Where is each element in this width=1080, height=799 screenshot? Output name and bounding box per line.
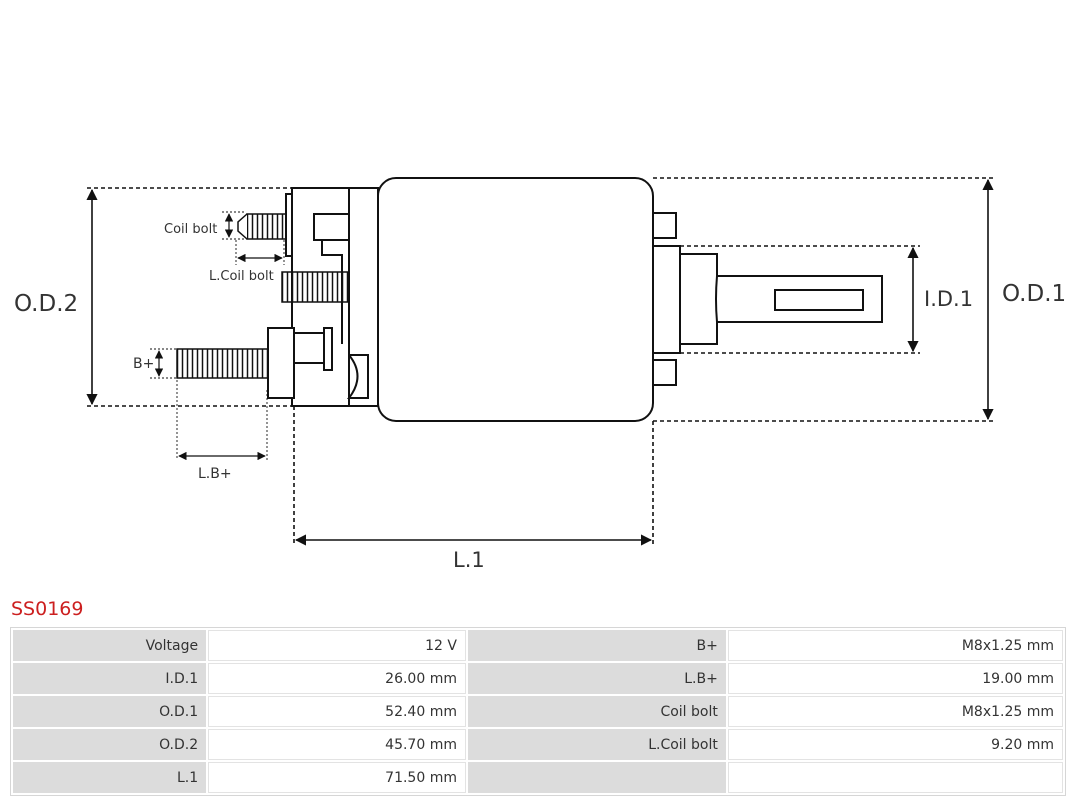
spec-value: [727, 762, 1063, 793]
table-row: O.D.2 45.70 mm L.Coil bolt 9.20 mm: [13, 729, 1063, 760]
solenoid-drawing: O.D.2 O.D.1 I.D.1 Coil bolt L.Coil bolt …: [14, 177, 1066, 572]
table-row: L.1 71.50 mm: [13, 762, 1063, 793]
spec-table: Voltage 12 V B+ M8x1.25 mm I.D.1 26.00 m…: [10, 627, 1066, 796]
spec-label: L.1: [13, 762, 207, 793]
spec-label: L.Coil bolt: [467, 729, 726, 760]
spec-value: 19.00 mm: [727, 663, 1063, 694]
coil-bolt-label: Coil bolt: [164, 222, 217, 237]
l1-label: L.1: [453, 548, 485, 572]
b-plus-bolt: [176, 348, 269, 379]
table-row: I.D.1 26.00 mm L.B+ 19.00 mm: [13, 663, 1063, 694]
spec-label: Voltage: [13, 630, 207, 661]
spec-value: 52.40 mm: [208, 696, 466, 727]
l-coil-bolt-label: L.Coil bolt: [209, 269, 274, 284]
spec-label: [467, 762, 726, 793]
od2-label: O.D.2: [14, 291, 78, 317]
spec-value: 26.00 mm: [208, 663, 466, 694]
b-plus-label: B+: [133, 356, 154, 372]
spec-value: M8x1.25 mm: [727, 696, 1063, 727]
part-number-title: SS0169: [11, 598, 84, 620]
spec-label: O.D.2: [13, 729, 207, 760]
coil-bolt: [237, 213, 287, 240]
spec-value: 12 V: [208, 630, 466, 661]
spec-value: 45.70 mm: [208, 729, 466, 760]
thin-extension-lines: [150, 211, 285, 460]
spec-value: 9.20 mm: [727, 729, 1063, 760]
spec-label: Coil bolt: [467, 696, 726, 727]
table-row: Voltage 12 V B+ M8x1.25 mm: [13, 630, 1063, 661]
table-row: O.D.1 52.40 mm Coil bolt M8x1.25 mm: [13, 696, 1063, 727]
extension-lines: [87, 177, 995, 546]
solenoid-body: [377, 177, 883, 422]
spec-label: L.B+: [467, 663, 726, 694]
l-b-plus-label: L.B+: [198, 466, 232, 482]
spec-label: I.D.1: [13, 663, 207, 694]
spec-label: O.D.1: [13, 696, 207, 727]
spec-label: B+: [467, 630, 726, 661]
od1-label: O.D.1: [1002, 281, 1066, 307]
dimension-arrows: [86, 178, 994, 546]
spec-value: M8x1.25 mm: [727, 630, 1063, 661]
spec-value: 71.50 mm: [208, 762, 466, 793]
coil-terminal-thread: [281, 271, 350, 303]
id1-label: I.D.1: [924, 287, 973, 311]
